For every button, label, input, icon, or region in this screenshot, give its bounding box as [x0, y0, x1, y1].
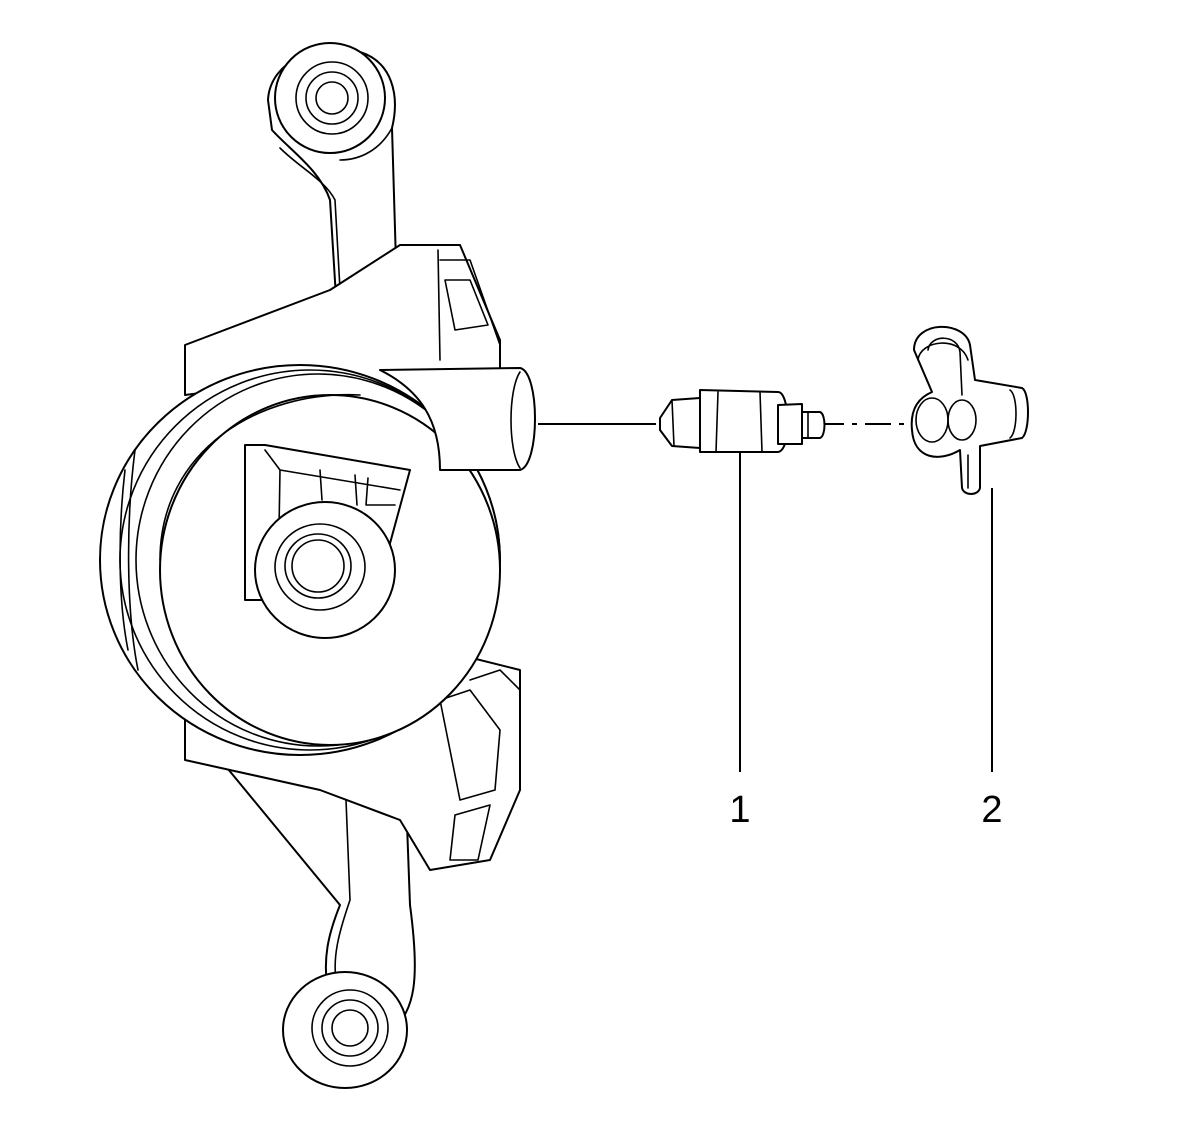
callout-1-label: 1	[729, 789, 750, 831]
bleeder-port-boss	[379, 367, 536, 471]
brake-caliper-housing	[99, 42, 536, 1089]
upper-mounting-eye	[274, 42, 386, 154]
lower-mounting-eye	[282, 971, 408, 1089]
bleeder-dust-cap	[910, 325, 1029, 495]
callout-2-label: 2	[981, 789, 1002, 831]
bleeder-valve	[659, 389, 826, 453]
guide-pin-bolt	[254, 501, 396, 639]
